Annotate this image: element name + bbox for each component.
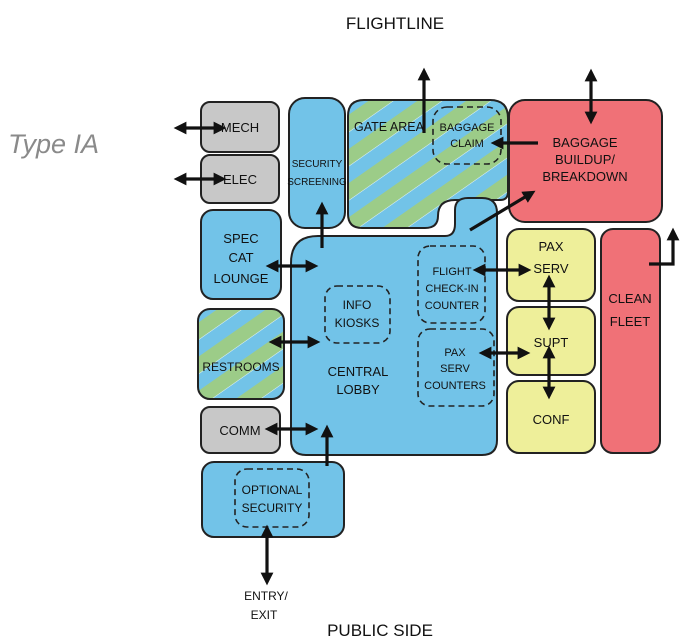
pax-serv-counters-label-3: COUNTERS <box>424 380 486 392</box>
central-lobby-label-2: LOBBY <box>336 382 380 397</box>
arrow-clean-fleet-out <box>649 227 680 266</box>
flight-checkin-zone <box>417 245 486 324</box>
restrooms <box>197 308 285 400</box>
flight-checkin-label-2: CHECK-IN <box>425 283 478 295</box>
baggage-buildup-label-1: BAGGAGE <box>552 135 617 150</box>
clean-fleet-label-2: FLEET <box>610 314 651 329</box>
clean-fleet-label-1: CLEAN <box>608 291 651 306</box>
security-screening-area <box>288 97 346 229</box>
restrooms-label: RESTROOMS <box>202 360 279 374</box>
optional-security-label-1: OPTIONAL <box>242 483 303 497</box>
type-label: Type IA <box>8 129 99 159</box>
spec-cat-lounge-label-1: SPEC <box>223 231 258 246</box>
conf-label: CONF <box>533 412 570 427</box>
info-kiosks-label-2: KIOSKS <box>335 316 380 330</box>
public-side-title: PUBLIC SIDE <box>327 621 433 640</box>
optional-security-zone <box>234 468 310 528</box>
baggage-claim-label-1: BAGGAGE <box>439 122 494 134</box>
flight-checkin-label-3: COUNTER <box>425 300 479 312</box>
pax-serv-label-1: PAX <box>538 239 563 254</box>
spec-cat-lounge <box>200 209 282 300</box>
central-lobby-label-1: CENTRAL <box>328 364 389 379</box>
pax-serv-counters-label-1: PAX <box>444 347 466 359</box>
spec-cat-lounge-label-3: LOUNGE <box>214 271 269 286</box>
clean-fleet-area <box>600 228 661 454</box>
optional-security-area <box>201 461 345 538</box>
flight-checkin-label-1: FLIGHT <box>432 266 471 278</box>
flow-arrows <box>173 67 680 586</box>
comm-label: COMM <box>219 423 260 438</box>
optional-security-label-2: SECURITY <box>242 501 303 515</box>
gate-area-label: GATE AREA <box>354 120 425 134</box>
supt-label: SUPT <box>534 335 569 350</box>
baggage-buildup-label-3: BREAKDOWN <box>542 169 627 184</box>
security-screening-label-2: SCREENING <box>287 177 347 188</box>
mech-label: MECH <box>221 120 259 135</box>
baggage-buildup-label-2: BUILDUP/ <box>555 152 615 167</box>
elec-label: ELEC <box>223 172 257 187</box>
pax-serv-counters-zone <box>417 328 495 407</box>
baggage-claim-zone <box>432 106 502 165</box>
info-kiosks-zone <box>324 285 391 344</box>
info-kiosks-label-1: INFO <box>343 298 372 312</box>
entry-exit-label-1: ENTRY/ <box>244 589 288 603</box>
spec-cat-lounge-label-2: CAT <box>228 250 253 265</box>
pax-serv-counters-label-2: SERV <box>440 363 470 375</box>
entry-exit-label-2: EXIT <box>251 608 278 622</box>
pax-serv-label-2: SERV <box>533 261 568 276</box>
baggage-claim-label-2: CLAIM <box>450 138 484 150</box>
arrow-lobby-to-buildup <box>469 190 536 232</box>
flightline-title: FLIGHTLINE <box>346 14 444 33</box>
security-screening-label-1: SECURITY <box>292 159 343 170</box>
